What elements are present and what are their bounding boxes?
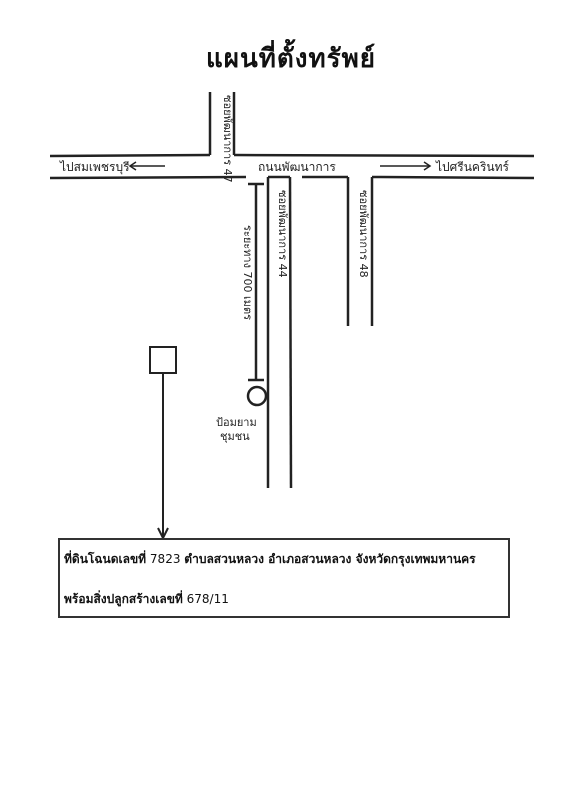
main-road-label: ถนนพัฒนาการ <box>258 160 336 174</box>
soi-top-left <box>208 92 236 155</box>
property-marker <box>149 346 177 374</box>
soi-right <box>346 177 374 326</box>
property-info-box: ที่ดินโฉนดเลขที่ 7823 ตำบลสวนหลวง อำเภอส… <box>58 538 510 618</box>
info-house-number: 678/11 <box>186 592 229 606</box>
right-direction-arrow <box>380 161 432 171</box>
info-deed-number: 7823 <box>149 552 181 566</box>
soi-right-label: ซอยพัฒนาการ 48 <box>357 190 370 278</box>
soi-top-left-label: ซอยพัฒนาการ 47 <box>221 95 234 183</box>
left-direction-arrow <box>128 161 165 171</box>
main-road <box>49 153 535 180</box>
soi-middle-label: ซอยพัฒนาการ 44 <box>276 190 289 278</box>
landmark-label-line1: ป้อมยาม <box>216 416 257 429</box>
map-title: แผนที่ตั้งทรัพย์ <box>206 44 376 74</box>
info-line1-prefix: ที่ดินโฉนดเลขที่ <box>64 552 147 566</box>
soi-middle <box>266 176 293 489</box>
property-arrow <box>157 373 169 541</box>
right-direction-label: ไปศรีนครินทร์ <box>435 160 510 174</box>
info-line-2: พร้อมสิ่งปลูกสร้างเลขที่ 678/11 <box>64 590 229 609</box>
info-line-1: ที่ดินโฉนดเลขที่ 7823 ตำบลสวนหลวง อำเภอส… <box>64 550 476 569</box>
landmark-label: ป้อมยาม ชุมชน <box>216 416 260 443</box>
distance-marker <box>248 182 264 382</box>
info-line2-prefix: พร้อมสิ่งปลูกสร้างเลขที่ <box>64 592 183 606</box>
distance-label: ระยะทาง 700 เมตร <box>241 225 254 320</box>
info-line1-rest: ตำบลสวนหลวง อำเภอสวนหลวง จังหวัดกรุงเทพม… <box>184 552 476 566</box>
left-direction-label: ไปสมเพชรบุรี <box>59 160 130 175</box>
landmark-label-line2: ชุมชน <box>220 430 250 443</box>
landmark-circle <box>246 385 268 407</box>
